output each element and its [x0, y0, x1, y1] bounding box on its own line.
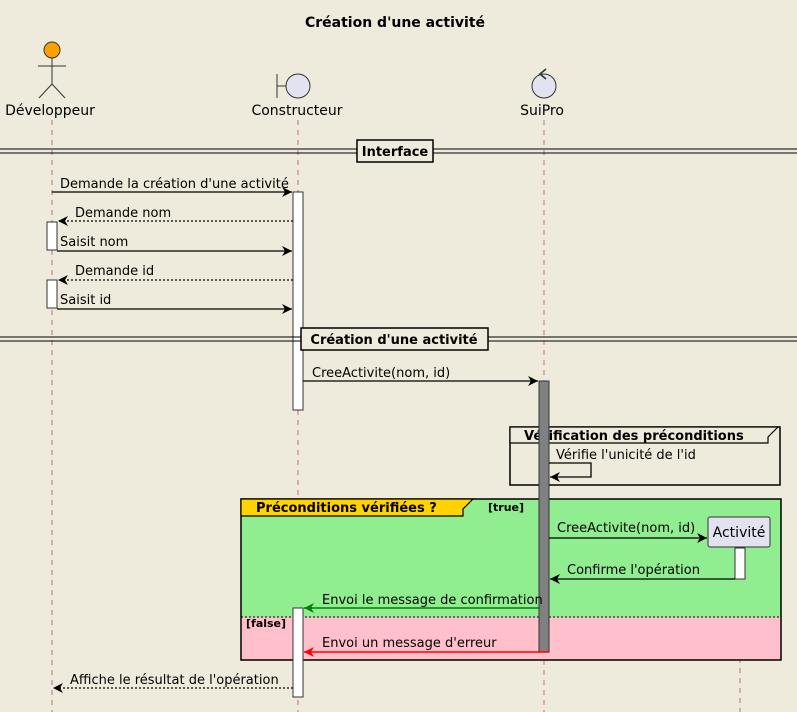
- message-label-5: Saisit id: [60, 293, 111, 308]
- message-label-8: CreeActivite(nom, id): [557, 521, 695, 536]
- boundary-constructeur-icon: [276, 73, 311, 99]
- message-label-2: Demande nom: [75, 206, 171, 221]
- message-label-11: Envoi un message d'erreur: [322, 636, 497, 651]
- actor-developpeur-icon: [38, 41, 66, 99]
- message-label-3: Saisit nom: [60, 235, 128, 250]
- activation-developpeur-2: [46, 279, 58, 309]
- activation-suipro: [538, 380, 550, 653]
- divider-interface-label: Interface: [362, 145, 429, 160]
- divider-creation: Création d'une activité: [0, 327, 797, 351]
- message-label-10: Envoi le message de confirmation: [322, 593, 543, 608]
- alt-title-label: Préconditions vérifiées ?: [256, 501, 437, 516]
- message-label-7: Vérifie l'unicité de l'id: [556, 448, 696, 463]
- control-suipro-icon: [531, 68, 557, 99]
- participant-activite-box: [707, 516, 771, 548]
- activation-constructeur-2: [292, 607, 304, 698]
- group-verification: Vérification des préconditions: [509, 426, 781, 486]
- message-label-6: CreeActivite(nom, id): [312, 366, 450, 381]
- alt-true-label: [true]: [488, 501, 524, 514]
- divider-creation-label: Création d'une activité: [310, 333, 477, 348]
- participant-activite-label: Activité: [713, 525, 766, 541]
- participant-suipro-label: SuiPro: [520, 103, 564, 119]
- group-verification-label: Vérification des préconditions: [524, 429, 744, 444]
- alt-group: Préconditions vérifiées ? [true] [false]: [240, 498, 782, 661]
- activation-activite: [734, 547, 746, 580]
- participant-constructeur-label: Constructeur: [251, 103, 342, 119]
- activation-constructeur-1: [292, 191, 304, 411]
- participant-developpeur-label: Développeur: [5, 103, 95, 119]
- alt-false-label: [false]: [246, 617, 286, 630]
- message-label-9: Confirme l'opération: [567, 563, 700, 578]
- message-arrow-7: [549, 462, 592, 482]
- message-label-1: Demande la création d'une activité: [60, 177, 289, 192]
- message-label-4: Demande id: [75, 264, 154, 279]
- activation-developpeur-1: [46, 221, 58, 251]
- divider-interface: Interface: [0, 139, 797, 163]
- diagram-title: Création d'une activité: [305, 15, 485, 31]
- message-label-12: Affiche le résultat de l'opération: [70, 673, 279, 688]
